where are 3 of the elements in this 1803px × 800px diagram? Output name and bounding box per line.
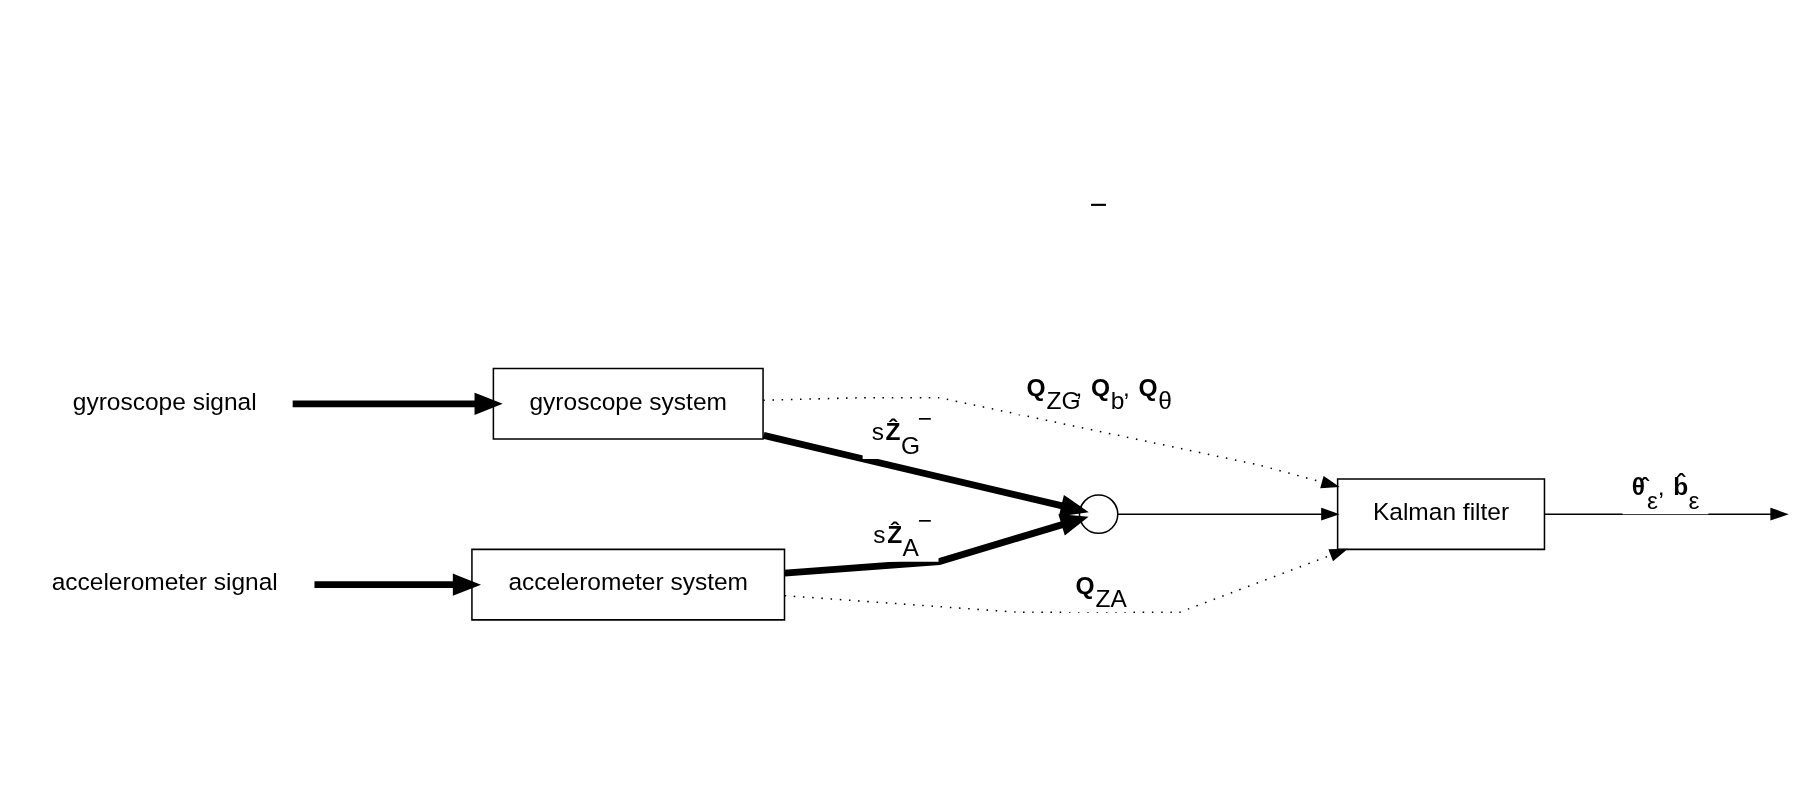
label: − <box>1089 187 1108 222</box>
node-text: accelerometer signal <box>51 568 278 596</box>
node-text: gyroscope signal <box>72 387 257 415</box>
